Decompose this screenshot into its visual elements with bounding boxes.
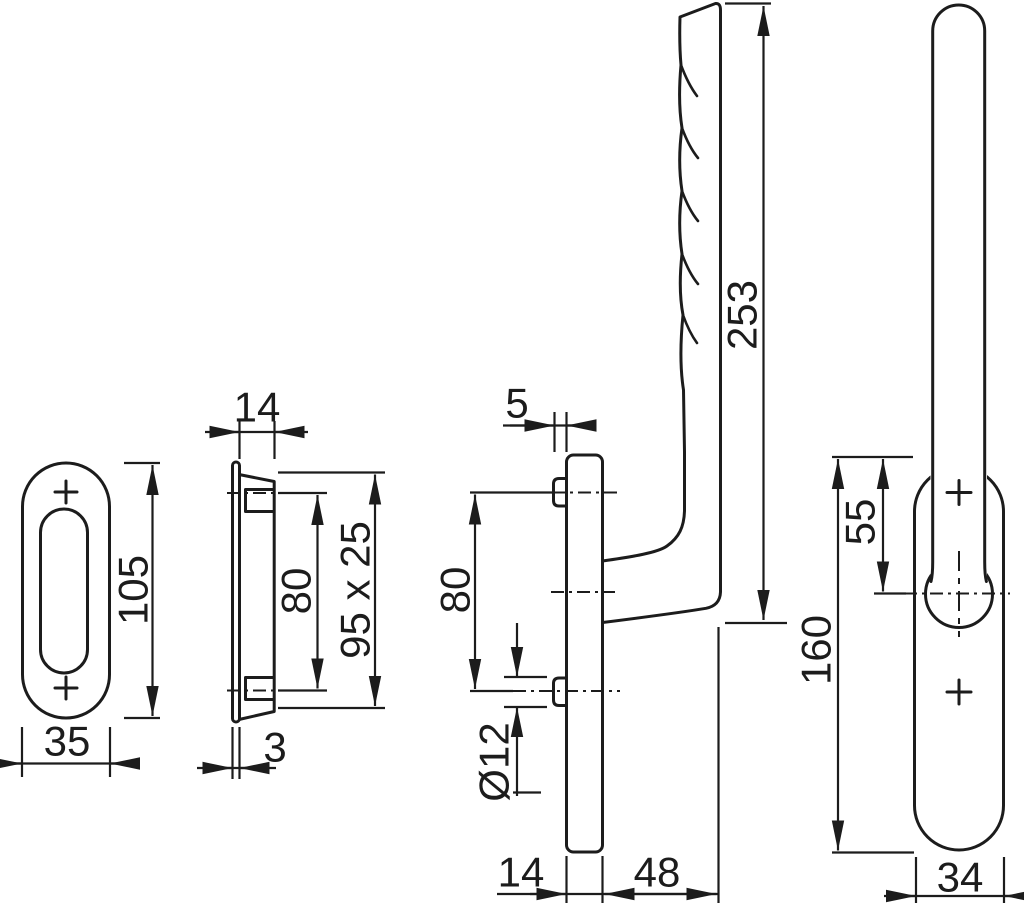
dim-label-80-handle: 80 [432, 567, 479, 614]
handle-grip-profile [601, 1, 722, 624]
view-handle-front: 55 160 34 [793, 3, 1024, 903]
dimension-14-depth [205, 421, 308, 459]
handle-lug-bottom [552, 676, 568, 707]
dim-label-160: 160 [793, 615, 840, 685]
dim-label-55: 55 [837, 499, 884, 546]
dim-label-253: 253 [719, 280, 766, 350]
dimension-34 [884, 857, 1024, 903]
dim-label-34: 34 [937, 854, 984, 901]
dim-label-80-side: 80 [273, 568, 320, 615]
view-handle-side: 5 80 Ø12 253 14 48 [432, 1, 787, 903]
dim-label-95x25: 95 x 25 [332, 521, 379, 659]
dim-label-3: 3 [263, 724, 286, 771]
dimension-55-160-ext [832, 455, 914, 854]
screw-hole-mark-top [53, 479, 79, 505]
dim-label-dia12: Ø12 [471, 722, 518, 801]
view-flush-pull-front: 105 35 [0, 461, 160, 777]
flush-pull-cup-profile [237, 473, 276, 721]
dimension-dia12 [504, 623, 547, 796]
screw-hole-mark-bottom-front [945, 678, 973, 706]
dim-label-14-depth: 14 [234, 384, 281, 431]
handle-base-plate-side [565, 453, 604, 854]
flush-pull-lug-top [244, 488, 275, 513]
screw-hole-mark-bottom [53, 675, 79, 701]
grip-bar-outline [929, 3, 988, 583]
dimension-5 [503, 412, 597, 452]
grip-bar-fill [930, 4, 987, 583]
dim-label-105: 105 [110, 555, 157, 625]
dimension-105 [124, 461, 160, 720]
dim-label-35: 35 [44, 718, 91, 765]
dim-label-5: 5 [505, 380, 528, 427]
dim-label-14-plate: 14 [498, 849, 545, 896]
dimension-3 [197, 727, 276, 779]
dimension-253 [725, 2, 787, 625]
flush-pull-recess [39, 507, 89, 675]
dimension-95x25 [278, 471, 385, 710]
dimension-35 [0, 727, 140, 777]
view-flush-pull-side: 14 3 80 95 x 25 [197, 384, 385, 779]
dim-label-48: 48 [634, 849, 681, 896]
screw-hole-mark-top-front [945, 479, 973, 506]
dimension-14-48 [497, 627, 720, 903]
flush-pull-lug-bottom [244, 676, 275, 701]
dimension-80-side [278, 491, 327, 692]
grip-serration-ticks [679, 63, 700, 345]
flush-pull-face-plate [231, 460, 241, 724]
